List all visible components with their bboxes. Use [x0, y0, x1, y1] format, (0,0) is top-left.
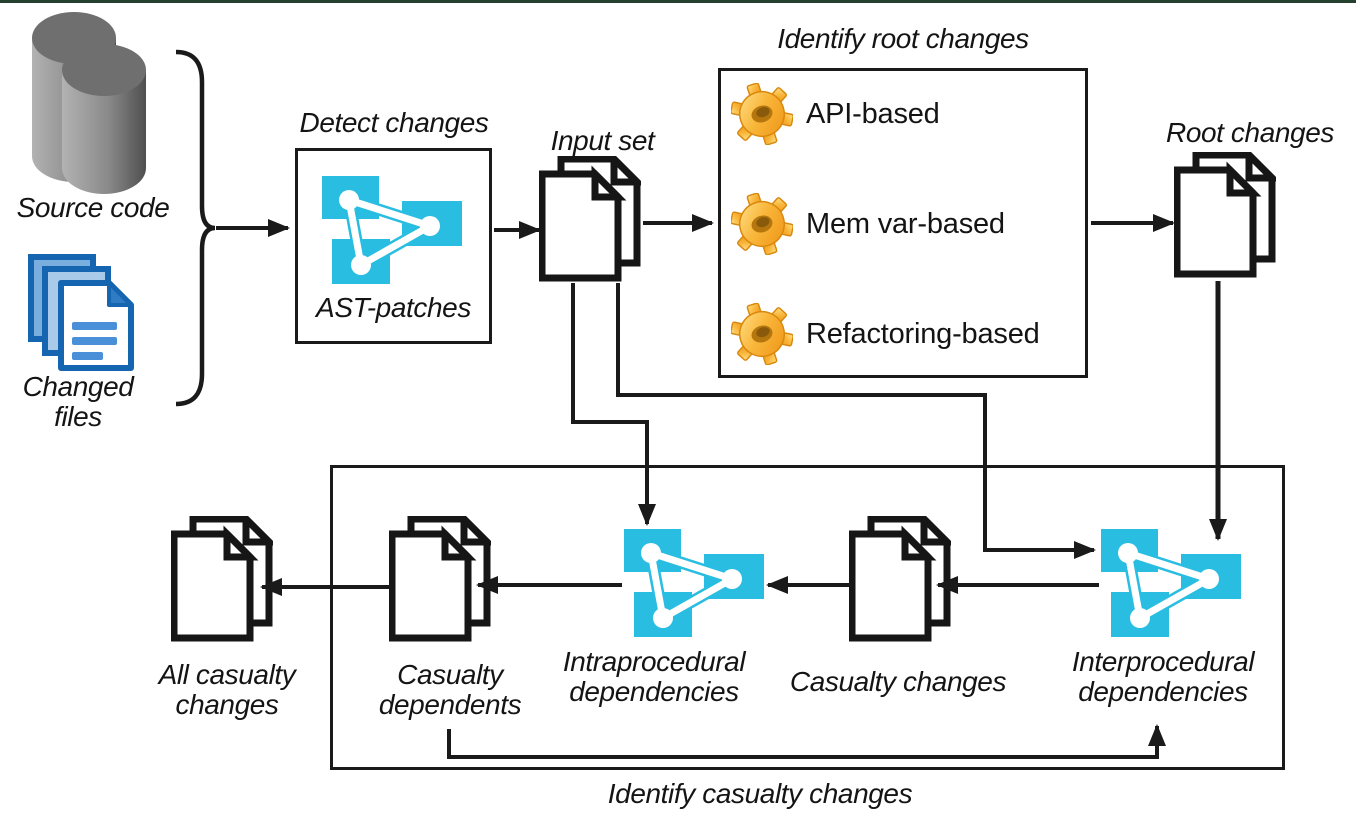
root-change-item-refactoring: Refactoring-based	[731, 303, 1040, 365]
gear-icon	[731, 303, 793, 365]
identify-root-changes-title: Identify root changes	[777, 23, 1029, 54]
input-set-label: Input set	[550, 125, 655, 156]
changed-files-icon	[28, 254, 134, 371]
casualty-changes-label: Casualty changes	[789, 666, 1007, 697]
mem-var-based-label: Mem var-based	[806, 207, 1005, 240]
input-set-doc-icon	[539, 156, 641, 282]
identify-root-changes-box: API-based Mem var-based	[718, 68, 1088, 378]
casualty-dependents-label: Casualty dependents	[378, 659, 522, 721]
gear-icon	[731, 83, 793, 145]
casualty-changes-doc-icon	[849, 516, 951, 642]
ast-graph-icon	[322, 176, 462, 284]
interprocedural-graph-icon	[1101, 529, 1241, 637]
figure-top-rule	[0, 0, 1356, 3]
interprocedural-dependencies-label: Interprocedural dependencies	[1071, 646, 1255, 708]
detect-changes-title: Detect changes	[299, 107, 489, 138]
intraprocedural-graph-icon	[624, 529, 764, 637]
all-casualty-changes-label: All casualty changes	[158, 659, 296, 721]
changed-files-label: Changed files	[22, 371, 134, 433]
identify-casualty-changes-title: Identify casualty changes	[607, 778, 913, 809]
root-change-item-memvar: Mem var-based	[731, 193, 1005, 255]
sources-brace	[175, 49, 216, 407]
root-changes-label: Root changes	[1166, 117, 1334, 148]
casualty-dependents-doc-icon	[389, 516, 491, 642]
intraprocedural-dependencies-label: Intraprocedural dependencies	[562, 646, 746, 708]
root-change-item-api: API-based	[731, 83, 940, 145]
gear-icon	[731, 193, 793, 255]
api-based-label: API-based	[806, 97, 940, 130]
refactoring-based-label: Refactoring-based	[806, 317, 1040, 350]
database-icon	[32, 12, 146, 194]
detect-changes-box	[295, 148, 492, 344]
ast-patches-label: AST-patches	[316, 292, 471, 323]
all-casualty-changes-doc-icon	[171, 516, 273, 642]
root-changes-doc-icon	[1174, 152, 1276, 278]
source-code-label: Source code	[16, 192, 170, 223]
